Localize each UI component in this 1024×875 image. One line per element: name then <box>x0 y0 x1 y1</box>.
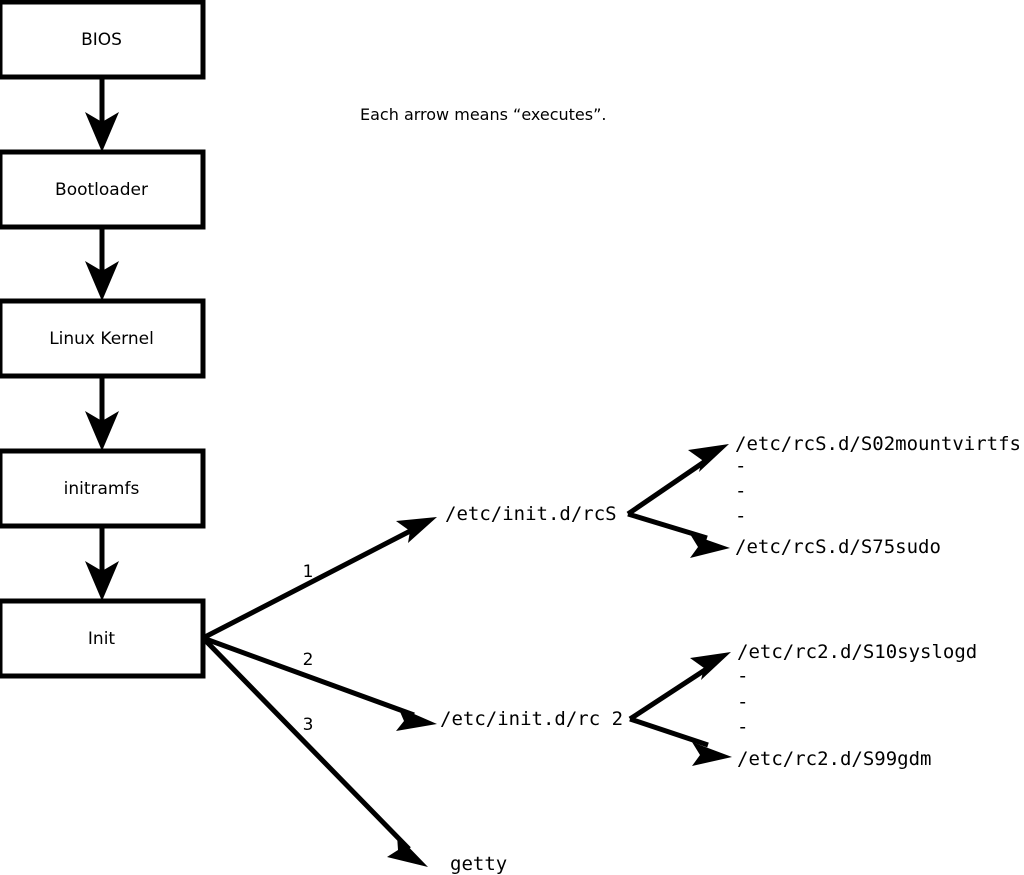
box-linux-kernel-label: Linux Kernel <box>49 329 154 349</box>
box-bios[interactable]: BIOS <box>0 0 206 80</box>
box-linux-kernel[interactable]: Linux Kernel <box>0 298 206 379</box>
node-label-s99gdm[interactable]: /etc/rc2.d/S99gdm <box>737 748 931 770</box>
node-label-s02mountvirtfs[interactable]: /etc/rcS.d/S02mountvirtfs <box>735 433 1021 455</box>
box-linux-kernel-rect <box>0 298 206 379</box>
node-label-rc2[interactable]: /etc/init.d/rc 2 <box>440 708 623 730</box>
branch-number-2: 2 <box>303 650 314 670</box>
rc2-ellipsis-dash-2: - <box>737 691 748 713</box>
box-initramfs-rect <box>0 448 206 529</box>
arrow-initramfs-to-init <box>85 526 119 601</box>
arrow-init-to-rcs <box>201 517 437 641</box>
box-init-rect <box>0 598 206 679</box>
box-bootloader[interactable]: Bootloader <box>0 149 206 230</box>
arrow-rcs-to-s02mountvirtfs <box>626 444 729 517</box>
rcs-ellipsis-dash-2: - <box>735 480 746 502</box>
arrow-rcs-to-s75sudo <box>627 511 730 558</box>
box-init[interactable]: Init <box>0 598 206 679</box>
box-initramfs[interactable]: initramfs <box>0 448 206 529</box>
rc2-ellipsis-dash-1: - <box>737 665 748 687</box>
box-bios-rect <box>0 0 206 80</box>
box-initramfs-label: initramfs <box>64 479 140 499</box>
branch-number-3: 3 <box>303 715 314 735</box>
box-init-label: Init <box>88 629 116 649</box>
box-bootloader-label: Bootloader <box>55 180 148 200</box>
box-bios-label: BIOS <box>81 30 122 50</box>
branch-number-1: 1 <box>303 562 314 582</box>
legend-note: Each arrow means “executes”. <box>360 105 606 124</box>
rcs-ellipsis-dash-3: - <box>735 505 746 527</box>
arrow-init-to-getty <box>201 636 428 867</box>
node-label-s10syslogd[interactable]: /etc/rc2.d/S10syslogd <box>737 641 977 663</box>
node-label-getty[interactable]: getty <box>450 853 507 875</box>
node-label-s75sudo[interactable]: /etc/rcS.d/S75sudo <box>735 536 941 558</box>
rc2-ellipsis-dash-3: - <box>737 716 748 738</box>
node-label-rcs[interactable]: /etc/init.d/rcS <box>445 503 617 525</box>
arrow-bios-to-bootloader <box>85 77 119 152</box>
arrow-init-to-rc2 <box>202 635 437 731</box>
arrow-kernel-to-initramfs <box>85 376 119 451</box>
arrow-bootloader-to-kernel <box>85 227 119 301</box>
arrow-rc2-to-s99gdm <box>629 716 732 766</box>
arrow-rc2-to-s10syslogd <box>628 652 731 722</box>
box-bootloader-rect <box>0 149 206 230</box>
rcs-ellipsis-dash-1: - <box>735 455 746 477</box>
